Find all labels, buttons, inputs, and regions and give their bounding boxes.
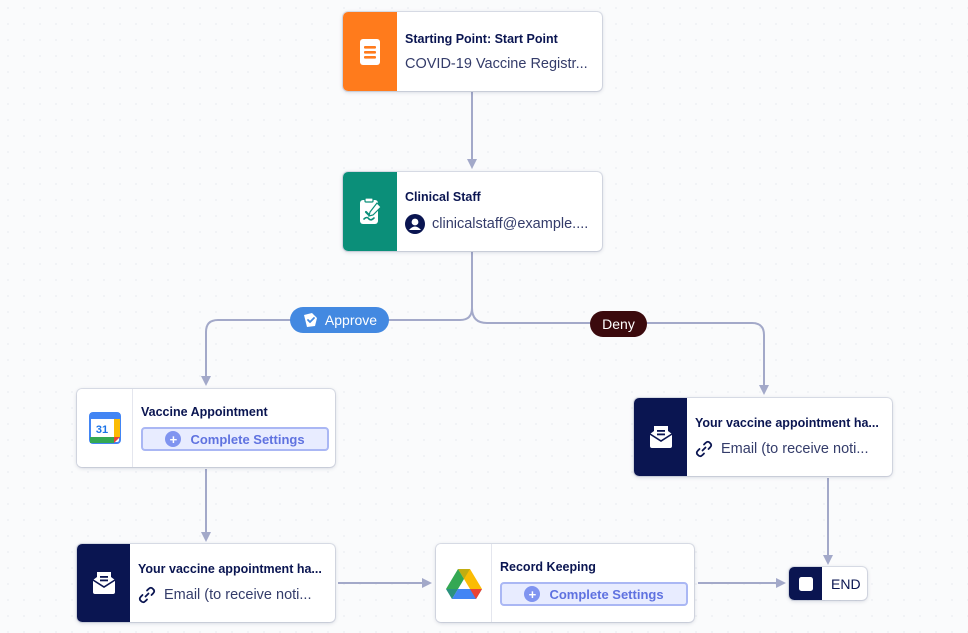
appointment-complete-settings-button[interactable]: + Complete Settings xyxy=(141,427,329,451)
connector-clinical-to-deny xyxy=(471,307,769,395)
email-inbox-icon xyxy=(649,426,672,448)
record-node-title: Record Keeping xyxy=(500,560,596,574)
deny-branch-text: Deny xyxy=(602,316,635,332)
record-complete-settings-button[interactable]: + Complete Settings xyxy=(500,582,688,606)
start-node-title: Starting Point: Start Point xyxy=(405,31,558,46)
end-node[interactable]: END xyxy=(789,567,867,600)
record-keeping-node[interactable]: Record Keeping + Complete Settings xyxy=(436,544,694,622)
clinical-staff-approval-node[interactable]: Clinical Staff clinicalstaff@example.... xyxy=(343,172,602,251)
google-calendar-icon: 31 xyxy=(88,412,121,444)
start-node-form-name: COVID-19 Vaccine Registr... xyxy=(405,55,588,72)
approve-email-notification-node[interactable]: Your vaccine appointment ha... Email (to… xyxy=(77,544,335,622)
deny-branch-label[interactable]: Deny xyxy=(590,311,647,337)
deny-email-icon-panel xyxy=(634,398,687,476)
approve-stamp-icon xyxy=(303,312,317,327)
start-node-icon-panel xyxy=(343,12,397,91)
appointment-node-icon-panel: 31 xyxy=(77,389,133,467)
clinical-assignee-email: clinicalstaff@example.... xyxy=(432,215,589,232)
clinical-node-icon-panel xyxy=(343,172,397,251)
deny-email-recipient: Email (to receive noti... xyxy=(721,441,869,457)
end-node-label: END xyxy=(831,575,861,592)
calendar-day-number: 31 xyxy=(95,424,107,436)
appointment-node-title: Vaccine Appointment xyxy=(141,405,268,419)
record-node-icon-panel xyxy=(436,544,492,622)
approve-branch-text: Approve xyxy=(324,312,378,328)
approve-email-title: Your vaccine appointment ha... xyxy=(138,562,322,576)
appointment-settings-label: Complete Settings xyxy=(190,431,305,447)
start-point-node[interactable]: Starting Point: Start Point COVID-19 Vac… xyxy=(343,12,602,91)
form-document-icon xyxy=(360,38,380,65)
vaccine-appointment-node[interactable]: 31 Vaccine Appointment + Complete Settin… xyxy=(77,389,335,467)
deny-email-title: Your vaccine appointment ha... xyxy=(695,416,879,430)
email-inbox-icon xyxy=(92,572,115,594)
approve-email-icon-panel xyxy=(77,544,130,622)
user-avatar-icon xyxy=(405,213,425,234)
stop-square-icon xyxy=(798,576,813,591)
record-settings-label: Complete Settings xyxy=(549,586,664,602)
approve-branch-label[interactable]: Approve xyxy=(290,307,389,333)
google-drive-icon xyxy=(445,569,482,599)
link-icon xyxy=(138,586,156,604)
approve-email-recipient: Email (to receive noti... xyxy=(164,587,312,603)
link-icon xyxy=(695,440,713,458)
plus-icon: + xyxy=(165,431,182,447)
end-node-icon-panel xyxy=(789,567,822,600)
deny-email-notification-node[interactable]: Your vaccine appointment ha... Email (to… xyxy=(634,398,892,476)
approval-signature-icon xyxy=(360,196,382,224)
plus-icon: + xyxy=(524,586,541,602)
clinical-node-title: Clinical Staff xyxy=(405,189,481,204)
